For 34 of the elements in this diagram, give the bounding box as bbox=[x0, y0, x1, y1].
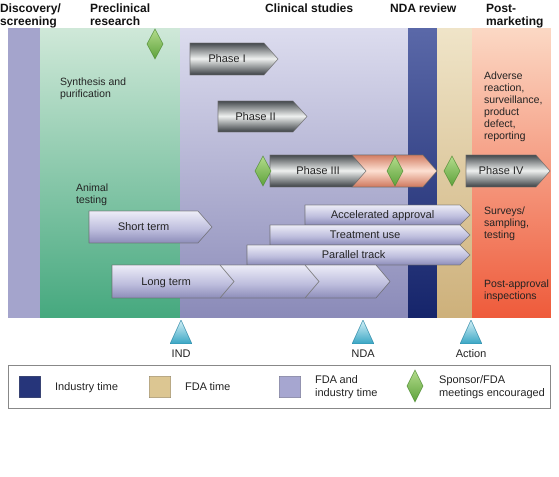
milestone-label: Action bbox=[454, 348, 488, 360]
legend-label: Industry time bbox=[55, 380, 119, 394]
legend-label: FDA time bbox=[185, 380, 232, 394]
stage-label: Short term bbox=[118, 221, 170, 233]
column-heading: Post-marketing bbox=[486, 2, 544, 28]
milestone-label: IND bbox=[170, 348, 192, 360]
column-heading: Preclinical research bbox=[90, 2, 152, 28]
legend-label: Sponsor/FDA meetings encouraged bbox=[439, 373, 546, 401]
stage-note: Surveys/ sampling, testing bbox=[484, 205, 530, 241]
milestone-label: NDA bbox=[350, 348, 376, 360]
stage-label: Phase III bbox=[296, 165, 340, 177]
stage-note: Adverse reaction, surveillance, product defect, reporting bbox=[484, 70, 544, 142]
stage-label: Phase II bbox=[235, 110, 276, 122]
stage-note: Animal testing bbox=[76, 182, 110, 206]
timeline-bar bbox=[247, 245, 470, 265]
timeline-bar bbox=[112, 265, 390, 298]
stage-label: Accelerated approval bbox=[330, 209, 434, 221]
column-heading: NDA review bbox=[390, 2, 458, 15]
stage-label: Phase IV bbox=[478, 165, 524, 177]
stage-label: Long term bbox=[141, 276, 191, 288]
stage-label: Treatment use bbox=[330, 229, 400, 241]
phase-block bbox=[218, 101, 307, 132]
phase-block bbox=[190, 43, 278, 75]
phase-block bbox=[466, 155, 550, 187]
timeline-bar bbox=[270, 225, 470, 245]
timeline-bar bbox=[305, 205, 470, 225]
stage-note: Synthesis and purification bbox=[60, 76, 127, 100]
stage-label: Parallel track bbox=[322, 249, 386, 261]
legend-label: FDA and industry time bbox=[315, 373, 378, 401]
stage-note: Post-approval inspections bbox=[484, 278, 550, 302]
column-heading: Discovery/ screening bbox=[0, 2, 62, 28]
stage-label: Phase I bbox=[208, 53, 246, 65]
column-heading: Clinical studies bbox=[265, 2, 354, 15]
timeline-bar bbox=[89, 211, 212, 243]
